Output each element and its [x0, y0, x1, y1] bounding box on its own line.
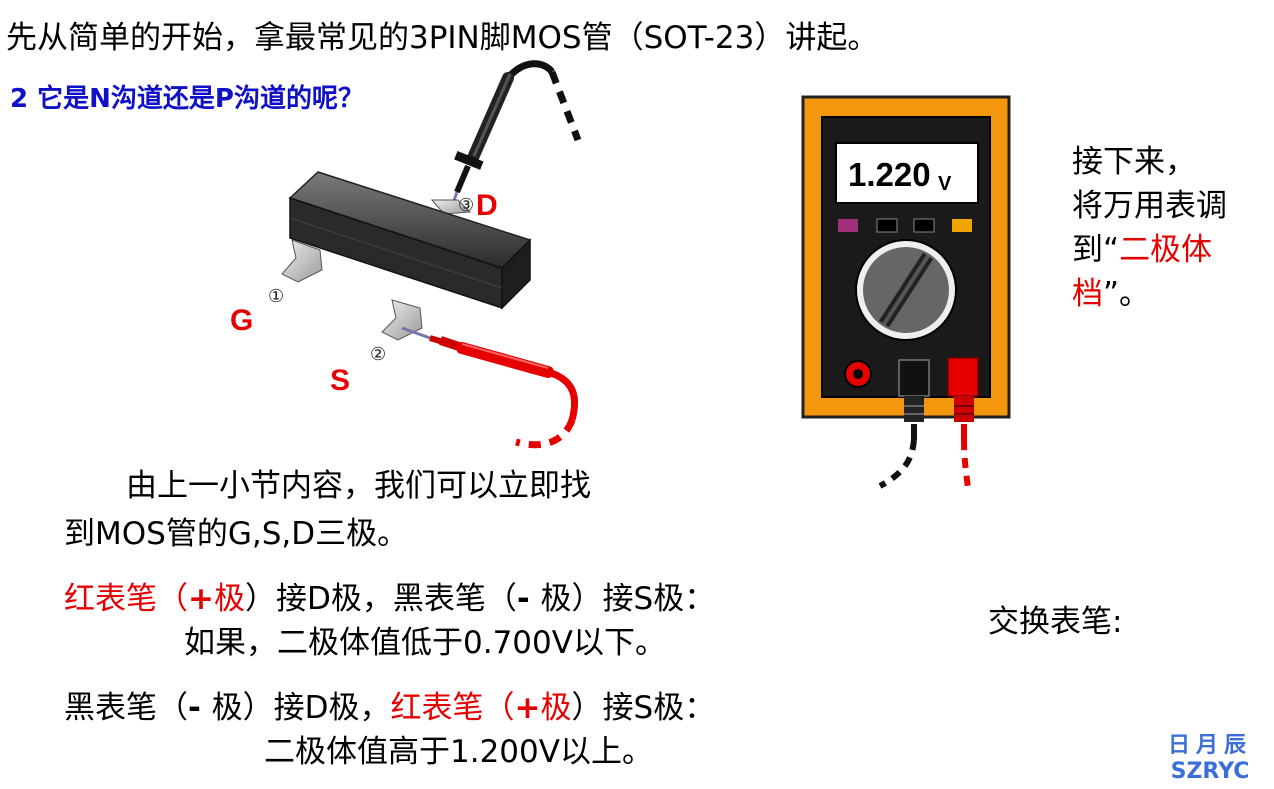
mosfet-package	[281, 171, 532, 341]
logo-english: SZRYC	[1170, 759, 1250, 784]
rule1-minus-sign: -	[516, 581, 541, 617]
pin-d-label: D	[476, 189, 498, 222]
rule1-black-pole: 极	[540, 581, 572, 617]
meter-instruction-line3: 到“二极体	[1072, 228, 1227, 272]
pin-s-number: ②	[370, 344, 386, 365]
company-logo: 日月辰 SZRYC	[1168, 727, 1252, 784]
rule1-red-pole: 极	[213, 581, 245, 617]
question-heading: 2 它是N沟道还是P沟道的呢？	[10, 84, 364, 114]
line4-suffix: ”。	[1103, 276, 1151, 312]
pin-g-number: ①	[268, 286, 284, 307]
meter-button-2[interactable]	[876, 218, 898, 233]
meter-button-4[interactable]	[952, 219, 972, 232]
rule1-red-probe-text: 红表笔（	[64, 581, 188, 617]
swap-probes-note: 交换表笔:	[988, 604, 1123, 640]
logo-chinese: 日月辰	[1168, 732, 1253, 758]
black-probe	[448, 60, 582, 213]
rule2-red-probe-text: 红表笔（	[390, 690, 515, 726]
intro-line2: 到MOS管的G,S,D三极。	[64, 516, 409, 552]
rule2-end: ）接S极：	[571, 690, 716, 726]
meter-reading: 1.220	[848, 156, 931, 193]
rule2-plus-sign: +	[514, 690, 541, 726]
rule2-result: 二极体值高于1.200V以上。	[264, 734, 653, 770]
meter-instruction-line2: 将万用表调	[1072, 188, 1227, 224]
rule1-plus-sign: +	[188, 581, 214, 617]
rule1-result: 如果，二极体值低于0.700V以下。	[184, 625, 666, 661]
pin-d-number: ③	[458, 195, 474, 216]
rule2-condition: 黑表笔（- 极）接D极，红表笔（+极）接S极：	[64, 686, 715, 730]
diode-mode-highlight: 二极体	[1119, 232, 1213, 268]
meter-unit: V	[938, 173, 952, 195]
meter-jack-black-plug	[898, 359, 930, 397]
pin-g-label: G	[230, 304, 253, 337]
meter-instruction-line4: 档”。	[1072, 272, 1227, 316]
intro-line1: 由上一小节内容，我们可以立即找	[126, 468, 591, 504]
meter-instruction: 接下来， 将万用表调 到“二极体 档”。	[1072, 140, 1227, 316]
rule2-mid: ）接D极，	[242, 690, 391, 726]
meter-button-3[interactable]	[913, 218, 935, 233]
rule2-red-pole: 极	[540, 690, 572, 726]
multimeter: 1.220 V	[801, 95, 1011, 489]
rule1-condition: 红表笔（+极）接D极，黑表笔（- 极）接S极：	[64, 577, 715, 621]
rule1-mid: ）接D极，	[244, 581, 393, 617]
slide-title: 先从简单的开始，拿最常见的3PIN脚MOS管（SOT-23）讲起。	[6, 20, 879, 56]
rule1-black-probe-text: 黑表笔（	[392, 581, 517, 617]
meter-instruction-line1: 接下来，	[1072, 144, 1196, 180]
rule2-minus-sign: -	[188, 690, 212, 726]
diode-mode-highlight-end: 档	[1072, 276, 1103, 312]
rule1-end: ）接S极：	[571, 581, 716, 617]
pin-s-label: S	[330, 364, 350, 397]
meter-dial[interactable]	[855, 239, 957, 341]
intro-paragraph: 由上一小节内容，我们可以立即找 到MOS管的G,S,D三极。	[64, 462, 591, 558]
meter-jack-red-plug	[947, 357, 979, 397]
line3-prefix: 到“	[1072, 232, 1120, 268]
rule2-black-probe-text: 黑表笔（	[64, 690, 188, 726]
meter-display	[835, 142, 979, 204]
meter-button-1[interactable]	[838, 219, 858, 232]
rule2-black-pole: 极	[211, 690, 243, 726]
red-probe	[401, 326, 579, 449]
